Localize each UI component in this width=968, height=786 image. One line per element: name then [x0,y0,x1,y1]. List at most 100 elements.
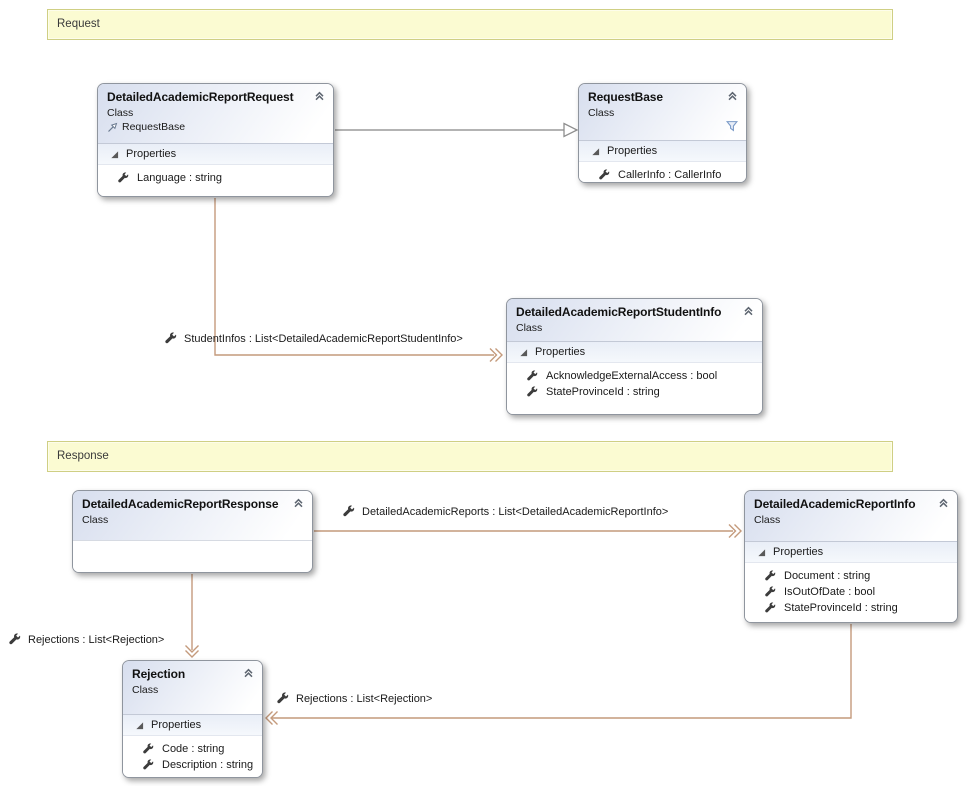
comment-banner-response[interactable]: Response [47,441,893,472]
wrench-icon [8,633,21,646]
expander-icon[interactable] [135,721,144,730]
property-label: Document : string [784,570,871,582]
class-box-request-base[interactable]: RequestBase Class Properties CallerInfo … [578,83,747,183]
properties-section-header[interactable]: Properties [745,541,957,563]
class-kind-label: Class [132,684,159,696]
class-header: DetailedAcademicReportResponse Class [73,491,312,541]
association-rejections-info[interactable] [265,624,852,725]
properties-label: Properties [607,145,658,157]
property-row[interactable]: StateProvinceId : string [745,600,957,616]
wrench-icon [764,602,776,614]
property-row[interactable]: AcknowledgeExternalAccess : bool [507,368,762,384]
banner-request-label: Request [57,18,100,30]
association-label-text: DetailedAcademicReports : List<DetailedA… [362,505,669,518]
class-header: DetailedAcademicReportInfo Class [745,491,957,541]
property-row[interactable]: IsOutOfDate : bool [745,584,957,600]
base-type-row[interactable]: RequestBase [107,121,324,133]
wrench-icon [164,332,177,345]
class-header: RequestBase Class [579,84,746,140]
association-student-infos[interactable] [214,198,503,362]
wrench-icon [526,370,538,382]
base-type-label: RequestBase [122,121,186,133]
wrench-icon [142,759,154,771]
association-label-text: Rejections : List<Rejection> [28,633,165,646]
class-kind-label: Class [82,514,109,526]
expander-icon[interactable] [591,147,600,156]
class-box-detailed-academic-report-student-info[interactable]: DetailedAcademicReportStudentInfo Class … [506,298,763,415]
wrench-icon [598,169,610,181]
class-kind-label: Class [107,107,134,119]
properties-section-header[interactable]: Properties [123,714,262,736]
association-label-rejections-left[interactable]: Rejections : List<Rejection> [8,633,164,646]
class-body: Code : string Description : string [123,736,262,777]
collapse-chevron-icon[interactable] [293,497,304,508]
wrench-icon [276,692,289,705]
class-box-detailed-academic-report-response[interactable]: DetailedAcademicReportResponse Class [72,490,313,573]
class-kind-label: Class [516,322,543,334]
wrench-icon [764,586,776,598]
collapse-chevron-icon[interactable] [938,497,949,508]
wrench-icon [764,570,776,582]
class-body: Document : string IsOutOfDate : bool Sta… [745,563,957,622]
property-label: IsOutOfDate : bool [784,586,876,598]
class-title: DetailedAcademicReportResponse [82,497,279,511]
class-box-detailed-academic-report-info[interactable]: DetailedAcademicReportInfo Class Propert… [744,490,958,623]
filter-funnel-icon[interactable] [726,120,738,132]
expander-icon[interactable] [110,150,119,159]
class-kind-label: Class [754,514,781,526]
class-body: AcknowledgeExternalAccess : bool StatePr… [507,363,762,414]
inheritance-connector-requestbase[interactable] [335,122,579,138]
banner-response-label: Response [57,450,109,462]
property-row[interactable]: Document : string [745,568,957,584]
collapse-chevron-icon[interactable] [314,90,325,101]
property-label: AcknowledgeExternalAccess : bool [546,370,718,382]
class-header: DetailedAcademicReportRequest Class Requ… [98,84,333,143]
class-title: RequestBase [588,90,663,104]
collapse-chevron-icon[interactable] [727,90,738,101]
property-label: StateProvinceId : string [784,602,898,614]
association-label-rejections-bottom[interactable]: Rejections : List<Rejection> [276,692,432,705]
class-box-rejection[interactable]: Rejection Class Properties Code : string [122,660,263,778]
class-body: Language : string [98,165,333,196]
properties-label: Properties [151,719,202,731]
class-header: DetailedAcademicReportStudentInfo Class [507,299,762,341]
property-label: Description : string [162,759,254,771]
properties-section-header[interactable]: Properties [579,140,746,162]
wrench-icon [142,743,154,755]
inheritance-icon [107,122,118,133]
property-label: StateProvinceId : string [546,386,660,398]
wrench-icon [342,505,355,518]
class-box-detailed-academic-report-request[interactable]: DetailedAcademicReportRequest Class Requ… [97,83,334,197]
association-detailed-academic-reports[interactable] [314,524,742,538]
property-label: CallerInfo : CallerInfo [618,169,722,181]
property-row[interactable]: StateProvinceId : string [507,384,762,400]
collapse-chevron-icon[interactable] [743,305,754,316]
class-body: CallerInfo : CallerInfo [579,162,746,182]
class-title: DetailedAcademicReportInfo [754,497,916,511]
comment-banner-request[interactable]: Request [47,9,893,40]
class-kind-label: Class [588,107,615,119]
properties-section-header[interactable]: Properties [507,341,762,363]
class-header: Rejection Class [123,661,262,714]
association-label-detailed-academic-reports[interactable]: DetailedAcademicReports : List<DetailedA… [342,505,668,518]
expander-icon[interactable] [757,548,766,557]
property-label: Code : string [162,743,225,755]
property-row[interactable]: Description : string [123,757,262,773]
properties-label: Properties [773,546,824,558]
property-row[interactable]: Language : string [98,170,333,186]
expander-icon[interactable] [519,348,528,357]
wrench-icon [117,172,129,184]
class-title: DetailedAcademicReportRequest [107,90,294,104]
class-title: DetailedAcademicReportStudentInfo [516,305,722,319]
collapse-chevron-icon[interactable] [243,667,254,678]
properties-label: Properties [535,346,586,358]
property-row[interactable]: Code : string [123,741,262,757]
properties-label: Properties [126,148,177,160]
association-rejections-response[interactable] [185,574,199,658]
association-label-student-infos[interactable]: StudentInfos : List<DetailedAcademicRepo… [164,332,463,345]
properties-section-header[interactable]: Properties [98,143,333,165]
association-label-text: StudentInfos : List<DetailedAcademicRepo… [184,332,463,345]
property-row[interactable]: CallerInfo : CallerInfo [579,167,746,182]
wrench-icon [526,386,538,398]
